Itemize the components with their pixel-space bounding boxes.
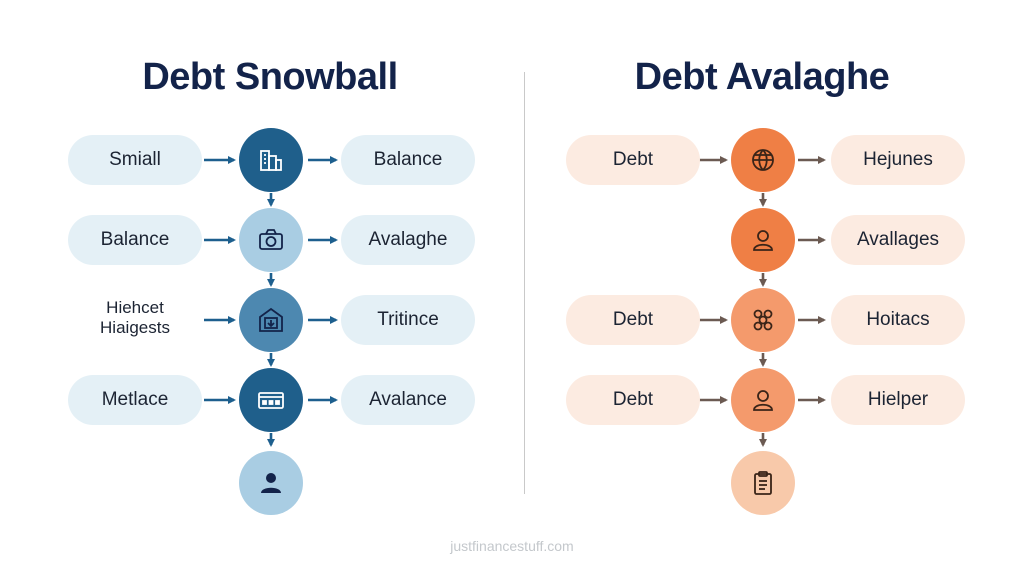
person-icon (731, 208, 795, 272)
camera-icon (239, 208, 303, 272)
snowball-step-1-label: Smiall (68, 135, 202, 185)
avalanche-step-1-label: Debt (566, 135, 700, 185)
debt-snowball-title: Debt Snowball (142, 56, 398, 98)
avalanche-step-1-result: Hejunes (831, 135, 965, 185)
box-down-arrow-icon (239, 288, 303, 352)
debt-avalanche-title: Debt Avalaghe (634, 56, 890, 98)
globe-icon (731, 128, 795, 192)
snowball-step-1-result: Balance (341, 135, 475, 185)
buildings-icon (239, 128, 303, 192)
snowball-step-2-result: Avalaghe (341, 215, 475, 265)
circles-icon (731, 288, 795, 352)
watermark: justfinancestuff.com (450, 538, 574, 554)
person-icon (239, 451, 303, 515)
snowball-step-3-label: Hiehcet Hiaigests (100, 298, 170, 337)
avalanche-step-4-label: Debt (566, 375, 700, 425)
avalanche-step-4-result: Hielper (831, 375, 965, 425)
card-icon (239, 368, 303, 432)
avalanche-step-3-label: Debt (566, 295, 700, 345)
snowball-step-4-result: Avalance (341, 375, 475, 425)
avalanche-step-2-result: Avallages (831, 215, 965, 265)
snowball-step-4-label: Metlace (68, 375, 202, 425)
clipboard-icon (731, 451, 795, 515)
center-divider (524, 72, 525, 494)
avalanche-step-3-result: Hoitacs (831, 295, 965, 345)
snowball-step-3-result: Tritince (341, 295, 475, 345)
snowball-step-2-label: Balance (68, 215, 202, 265)
person-outline-icon (731, 368, 795, 432)
